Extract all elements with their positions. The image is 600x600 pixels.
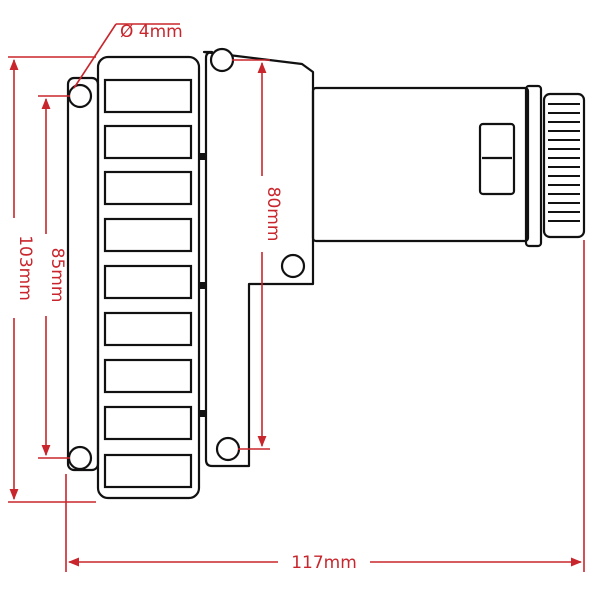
fin (103, 405, 193, 441)
leader-hole-diameter (73, 23, 117, 89)
mount-hole-bottom-right (215, 436, 241, 462)
end-cap (542, 92, 586, 239)
dim-label-hole-spacing-right: 80mm (263, 187, 283, 242)
tab (199, 410, 206, 417)
body-tabs (199, 153, 206, 417)
mount-hole-top-right (209, 47, 235, 73)
tab (199, 153, 206, 160)
left-mount-plate (66, 76, 100, 472)
fin (103, 264, 193, 300)
mount-hole-top-left (67, 83, 93, 109)
switch-housing (478, 122, 516, 196)
fin (103, 311, 193, 347)
fin (103, 453, 193, 489)
fin (103, 217, 193, 253)
bracket-hole (280, 253, 306, 279)
body-fins (103, 78, 193, 489)
finned-body (96, 55, 201, 500)
tab (199, 282, 206, 289)
dim-label-overall-width: 117mm (291, 553, 357, 573)
dim-label-overall-height: 103mm (15, 235, 35, 301)
dim-label-hole-diameter: Ø 4mm (120, 22, 183, 42)
fin (103, 78, 193, 114)
end-collar (524, 84, 543, 248)
fin (103, 124, 193, 160)
mount-hole-bottom-left (67, 445, 93, 471)
motor-cylinder (311, 86, 530, 243)
dim-label-hole-spacing-left: 85mm (47, 248, 67, 303)
bracket-plate (202, 50, 315, 468)
fin (103, 358, 193, 394)
end-cap-ribs (548, 103, 580, 222)
fin (103, 170, 193, 206)
